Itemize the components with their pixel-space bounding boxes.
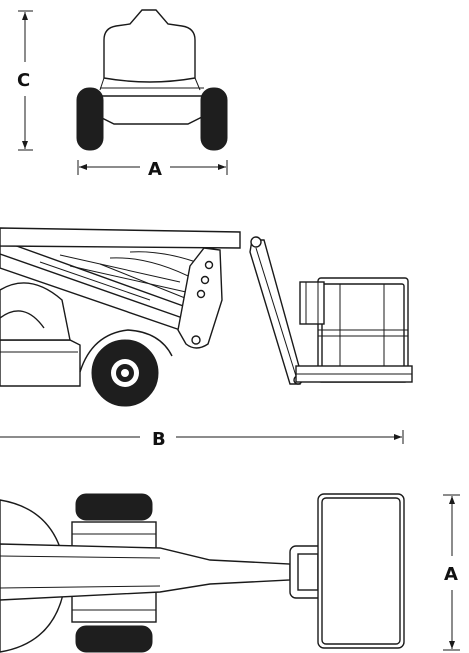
- side-view-chassis: [0, 339, 81, 387]
- top-view-boom: [0, 543, 291, 601]
- dimension-a-front: A: [77, 159, 228, 180]
- front-view: C A: [17, 9, 228, 180]
- upper-boom: [0, 227, 241, 249]
- top-rear-tire-upper: [75, 493, 153, 521]
- dimension-c: C: [17, 10, 33, 151]
- jib-arm: [249, 239, 301, 385]
- dimension-a-top-label: A: [444, 564, 458, 585]
- front-right-tire: [200, 87, 228, 151]
- dimension-c-label: C: [17, 70, 30, 91]
- dimension-a-top: A: [443, 494, 460, 651]
- turntable-housing: [0, 282, 71, 341]
- front-view-body: [103, 9, 196, 83]
- top-view: A: [0, 493, 460, 653]
- dimension-b: B: [0, 429, 404, 450]
- side-rear-tire: [91, 339, 159, 407]
- side-platform-basket: [295, 277, 413, 383]
- dimension-b-label: B: [152, 429, 166, 450]
- dimension-a-front-label: A: [148, 159, 162, 180]
- front-left-tire: [76, 87, 104, 151]
- top-rear-tire-lower: [75, 625, 153, 653]
- side-view: B: [0, 227, 413, 450]
- front-view-chassis: [93, 95, 211, 125]
